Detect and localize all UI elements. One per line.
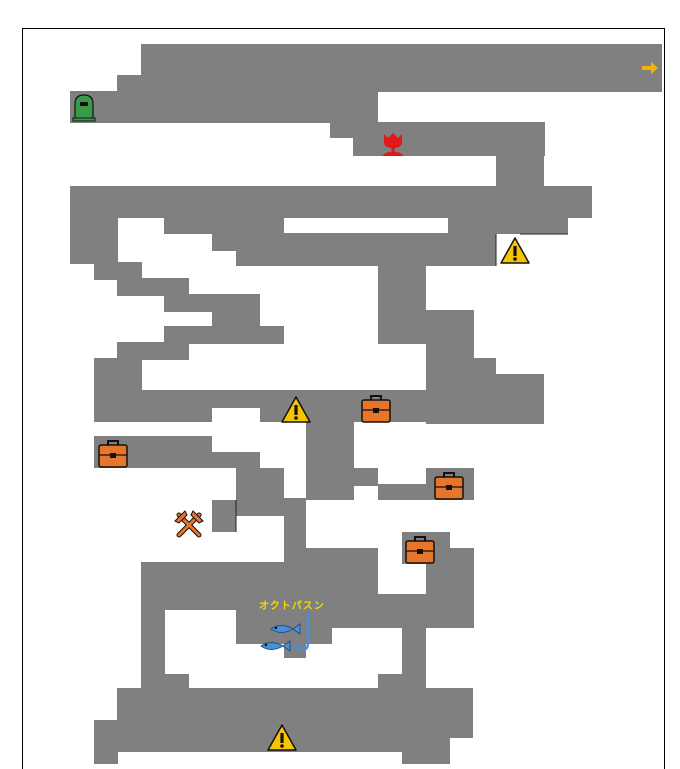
tombstone-icon[interactable] [72, 94, 96, 122]
exit-arrow-icon[interactable] [642, 62, 658, 74]
red-flower-icon[interactable] [382, 133, 404, 156]
warning-icon[interactable] [267, 724, 297, 751]
fishing-spot-icon[interactable] [260, 611, 310, 652]
treasure-box-icon[interactable] [434, 472, 464, 500]
warning-icon[interactable] [500, 237, 530, 264]
mining-picks-icon[interactable] [174, 510, 204, 538]
treasure-box-icon[interactable] [405, 536, 435, 564]
fishing-spot-label: オクトパスン [259, 601, 325, 612]
warning-icon[interactable] [281, 396, 311, 423]
treasure-box-icon[interactable] [361, 395, 391, 423]
treasure-box-icon[interactable] [98, 440, 128, 468]
